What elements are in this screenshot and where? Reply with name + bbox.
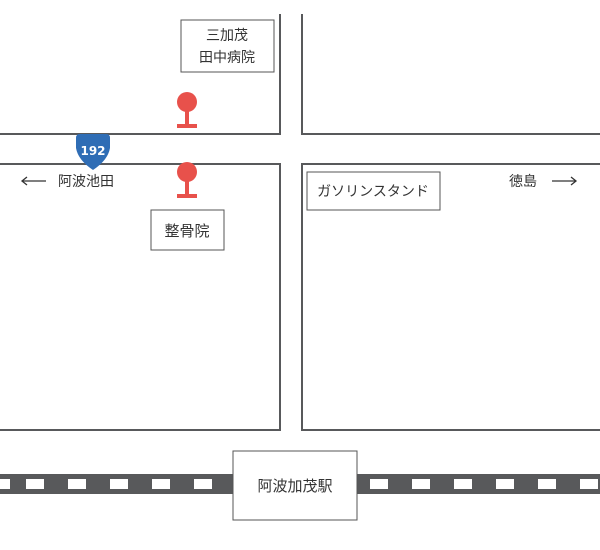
direction-west: 阿波池田: [20, 174, 114, 190]
direction-west-label: 阿波池田: [58, 174, 114, 190]
hospital-label: 三加茂 田中病院: [180, 19, 275, 73]
block-bottom-right: [301, 163, 600, 431]
route-shield-icon: 192: [76, 134, 110, 170]
arrow-left-head: [20, 176, 28, 186]
route-number: 192: [80, 144, 105, 158]
location-pin-icon: [177, 162, 197, 198]
block-bottom-left: [0, 163, 281, 431]
direction-east: 徳島: [509, 174, 578, 190]
road-network: [0, 14, 600, 431]
clinic-name: 整骨院: [164, 222, 209, 240]
hospital-name-line2: 田中病院: [199, 50, 255, 66]
direction-east-label: 徳島: [509, 174, 537, 190]
station-name: 阿波加茂駅: [257, 477, 332, 495]
station-label: 阿波加茂駅: [232, 450, 358, 521]
hospital-name-line1: 三加茂: [206, 27, 248, 44]
gas-station-label: ガソリンスタンド: [306, 171, 441, 211]
gas-station-name: ガソリンスタンド: [317, 184, 429, 200]
arrow-right-head: [570, 176, 578, 186]
location-pin-icon: [177, 92, 197, 128]
railway-ties: [0, 479, 598, 489]
block-top-right: [301, 14, 600, 135]
clinic-label: 整骨院: [150, 209, 225, 251]
